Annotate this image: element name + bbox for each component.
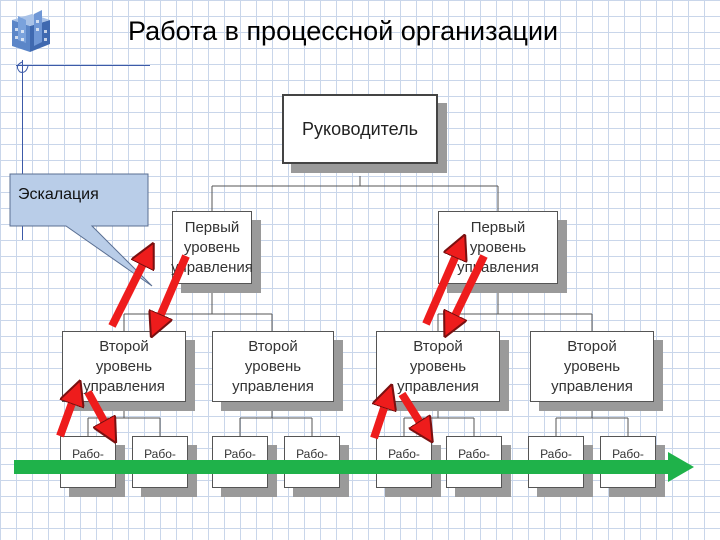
left-margin-rule [22, 60, 23, 240]
escalation-arrow-up-2 [422, 246, 460, 326]
escalation-arrow-down-4 [398, 391, 426, 432]
manager-box: Руководитель [282, 94, 438, 164]
escalation-label: Эскалация [18, 186, 99, 203]
slide-title: Работа в процессной организации [128, 16, 559, 46]
escalation-arrow-up-1 [108, 254, 148, 328]
escalation-arrow-down-3 [84, 390, 110, 432]
escalation-arrow-up-3 [56, 392, 76, 438]
second-level-box-3: Второй уровень управления [376, 331, 500, 402]
second-level-box-2: Второй уровень управления [212, 331, 334, 402]
escalation-arrow-down-1 [156, 254, 190, 326]
title-underline [16, 65, 150, 66]
building-logo-icon [12, 10, 50, 52]
escalation-arrow-up-4 [370, 396, 388, 440]
first-level-box-left: Первый уровень управления [171, 211, 253, 284]
process-flow-arrow [14, 452, 694, 482]
second-level-box-4: Второй уровень управления [530, 331, 654, 402]
escalation-callout [9, 173, 153, 287]
rule-ornament [16, 61, 29, 73]
escalation-arrow-down-2 [450, 254, 488, 326]
